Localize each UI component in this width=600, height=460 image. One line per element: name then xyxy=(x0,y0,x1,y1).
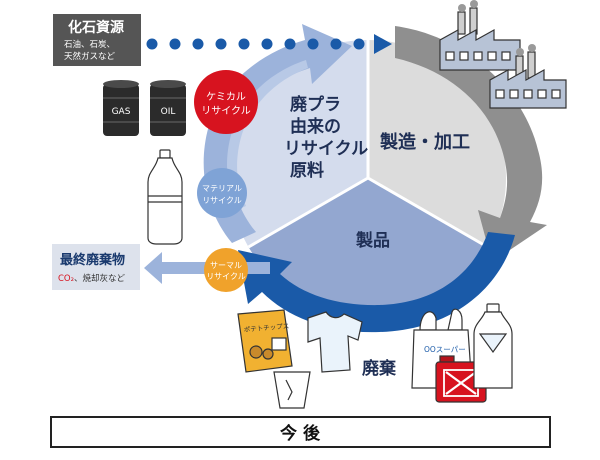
svg-text:OIL: OIL xyxy=(161,107,176,117)
final-waste-title: 最終廃棄物 xyxy=(60,252,125,268)
chemical-recycle-label: リサイクル xyxy=(201,105,251,117)
oil-barrel-icon: OIL xyxy=(150,80,186,136)
segment-divider xyxy=(247,176,369,249)
fossil-resources-detail: 天然ガスなど xyxy=(64,51,116,62)
svg-text:GAS: GAS xyxy=(112,107,131,117)
thermal-recycle-badge xyxy=(204,248,248,292)
disposal-arrow xyxy=(238,232,515,333)
final-waste-detail: CO₂、焼却灰など xyxy=(58,273,126,284)
raw-material-label: リサイクル xyxy=(284,139,368,159)
material-recycle-label: マテリアル xyxy=(202,184,242,193)
final-waste-box xyxy=(52,244,140,290)
segment-divider xyxy=(367,176,489,249)
fossil-resources-title: 化石資源 xyxy=(68,19,124,36)
svg-text:OOスーパー: OOスーパー xyxy=(424,345,466,354)
product-label: 製品 xyxy=(355,230,390,251)
thermal-recycle-label: リサイクル xyxy=(206,272,246,281)
manufacturing-arrow xyxy=(395,26,547,262)
raw-material-label: 廃プラ xyxy=(290,94,341,115)
plastic-bottle-icon xyxy=(147,149,183,245)
fossil-resources-box xyxy=(53,14,141,66)
fossil-flow-dots xyxy=(146,38,365,50)
material-recycle-label: リサイクル xyxy=(202,196,242,205)
material-recycle-badge xyxy=(197,168,247,218)
chemical-recycle-label: ケミカル xyxy=(206,91,246,103)
disposal-label: 廃棄 xyxy=(362,358,397,379)
plastic-cup-icon xyxy=(273,371,311,409)
factory-icon xyxy=(439,0,521,71)
raw-material-label: 由来の xyxy=(290,116,341,137)
svg-text:ポテトチップス: ポテトチップス xyxy=(243,322,289,334)
footer-label: 今 後 xyxy=(280,423,321,444)
gas-barrel-icon: GAS xyxy=(103,80,139,136)
thermal-recycle-label: サーマル xyxy=(210,261,242,270)
fossil-flow-arrowhead xyxy=(374,34,392,54)
footer-box xyxy=(50,416,551,448)
tshirt-icon xyxy=(307,311,363,373)
chemical-recycle-badge xyxy=(194,70,258,134)
product-segment xyxy=(248,178,488,316)
manufacturing-label: 製造・加工 xyxy=(379,131,470,153)
factory-icon xyxy=(489,44,567,109)
right-bottle-icon xyxy=(473,303,513,389)
fossil-resources-detail: 石油、石炭、 xyxy=(64,39,115,50)
chips-bag-icon: ポテトチップス xyxy=(237,309,293,373)
raw-material-label: 原料 xyxy=(290,160,324,181)
